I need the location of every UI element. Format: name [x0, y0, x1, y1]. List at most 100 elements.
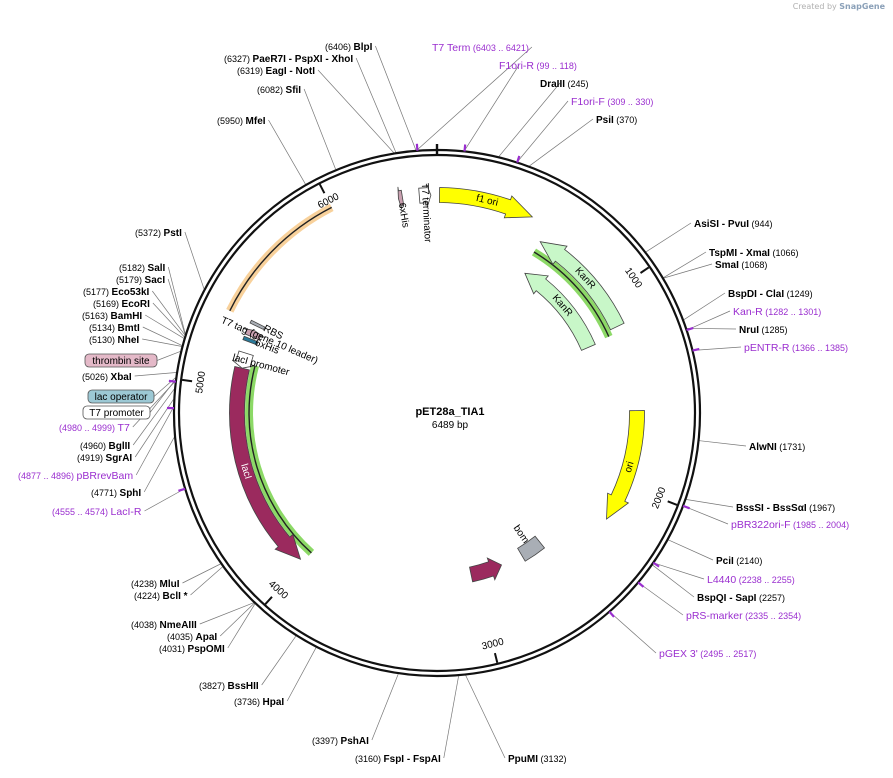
site-label-pgex3[interactable]: pGEX 3' (2495 .. 2517)	[659, 648, 756, 660]
primer-site-mark	[463, 144, 467, 152]
site-label-apai[interactable]: (4035) ApaI	[167, 632, 217, 643]
feature-label-f1-ori: f1 ori	[475, 193, 499, 209]
site-label-ecori[interactable]: (5169) EcoRI	[93, 299, 150, 310]
site-label-bmti[interactable]: (5134) BmtI	[89, 323, 140, 334]
leader-l4440	[654, 562, 705, 580]
tick-label-3000: 3000	[481, 636, 506, 652]
orf-laci-line	[248, 365, 312, 554]
tick-2000	[667, 500, 678, 506]
thrombin-site-box[interactable]	[84, 353, 158, 368]
site-label-l4440[interactable]: L4440 (2238 .. 2255)	[707, 574, 795, 586]
site-label-pshai[interactable]: (3397) PshAI	[312, 736, 369, 747]
feature-rbs[interactable]	[249, 319, 266, 331]
orf-tia1-line	[229, 206, 333, 312]
site-label-f1ori-r[interactable]: F1ori-R (99 .. 118)	[499, 60, 577, 72]
site-label-hpai[interactable]: (3736) HpaI	[234, 697, 284, 708]
feature-t7-terminator[interactable]	[418, 183, 432, 207]
tick-1000	[639, 266, 650, 274]
leader-bsshii	[261, 635, 297, 686]
site-label-mfei[interactable]: (5950) MfeI	[217, 116, 266, 127]
site-label-t7-site[interactable]: (4980 .. 4999) T7	[59, 422, 130, 434]
site-label-ppumi[interactable]: PpuMI (3132)	[508, 754, 567, 765]
leader-pbrrevbam	[135, 407, 174, 476]
site-label-tspmi[interactable]: TspMI - XmaI (1066)	[709, 248, 798, 259]
site-label-bspqi[interactable]: BspQI - SapI (2257)	[697, 593, 785, 604]
primer-site-mark	[637, 581, 645, 588]
site-label-sfii[interactable]: (6082) SfiI	[257, 85, 301, 96]
orf-kan-line	[533, 251, 610, 337]
site-label-bamhi[interactable]: (5163) BamHI	[82, 311, 142, 322]
lac-operator-box[interactable]	[87, 389, 155, 404]
site-label-blpi[interactable]: (6406) BlpI	[325, 42, 373, 53]
site-label-bsssi[interactable]: BssSI - BssSαI (1967)	[736, 503, 835, 514]
primer-site-mark	[608, 610, 615, 618]
t7-promoter-box[interactable]	[82, 405, 151, 420]
site-label-f1ori-f[interactable]: F1ori-F (309 .. 330)	[571, 96, 653, 108]
site-label-bcli[interactable]: (4224) BclI *	[134, 591, 188, 602]
site-label-pentr-r[interactable]: pENTR-R (1366 .. 1385)	[744, 342, 848, 354]
feature-kanr-1[interactable]	[539, 241, 625, 331]
site-label-eco53ki[interactable]: (5177) Eco53kI	[83, 287, 150, 298]
site-label-psii[interactable]: PsiI (370)	[596, 115, 637, 126]
feature-bom[interactable]	[517, 535, 546, 562]
feature-ori[interactable]	[606, 410, 645, 520]
leader-kan-r	[687, 310, 731, 331]
site-label-alwni[interactable]: AlwNI (1731)	[749, 442, 805, 453]
site-label-bsshii[interactable]: (3827) BssHII	[199, 681, 259, 692]
feature-kanr-2[interactable]	[524, 272, 596, 351]
tick-4000	[264, 596, 273, 605]
tick-label-1000: 1000	[622, 266, 644, 291]
site-label-t7-term[interactable]: T7 Term (6403 .. 6421)	[432, 42, 529, 54]
leader-psii	[529, 118, 594, 167]
site-label-smai[interactable]: SmaI (1068)	[715, 260, 767, 271]
snapgene-watermark: Created by SnapGene	[792, 2, 885, 11]
site-label-eagi[interactable]: (6319) EagI - NotI	[237, 66, 315, 77]
site-label-paer7i[interactable]: (6327) PaeR7I - PspXI - XhoI	[224, 54, 353, 65]
site-label-nmeaiii[interactable]: (4038) NmeAIII	[131, 620, 197, 631]
feature-6xhis-mid[interactable]	[242, 335, 259, 346]
feature-t7-tag[interactable]	[243, 327, 265, 341]
label-leader-layer	[132, 45, 747, 759]
site-label-prs-marker[interactable]: pRS-marker (2335 .. 2354)	[686, 610, 801, 622]
leader-alwni	[699, 440, 747, 447]
site-label-bglii[interactable]: (4960) BglII	[80, 441, 130, 452]
leader-bspqi	[652, 564, 695, 598]
leader-eagi	[317, 69, 394, 153]
site-label-sphi[interactable]: (4771) SphI	[91, 488, 141, 499]
site-label-bspdi[interactable]: BspDI - ClaI (1249)	[728, 289, 813, 300]
site-label-kan-r[interactable]: Kan-R (1282 .. 1301)	[733, 306, 821, 318]
t7-promoter-label: T7 promoter	[89, 408, 144, 419]
site-label-pbr322ori-f[interactable]: pBR322ori-F (1985 .. 2004)	[731, 519, 849, 531]
feature-laci[interactable]	[229, 366, 302, 560]
primer-site-mark	[686, 326, 694, 332]
site-label-laci-r[interactable]: (4555 .. 4574) LacI-R	[52, 506, 142, 518]
site-label-xbai[interactable]: (5026) XbaI	[82, 372, 132, 383]
site-label-sali[interactable]: (5182) SalI	[119, 263, 166, 274]
site-label-mlui[interactable]: (4238) MluI	[131, 579, 180, 590]
leader-draiii	[498, 82, 561, 157]
feature-6xhis-top[interactable]	[397, 186, 405, 210]
site-label-pbrrevbam[interactable]: (4877 .. 4896) pBRrevBam	[18, 470, 133, 482]
orf-tia1-band	[226, 203, 334, 313]
feature-laci-promoter[interactable]	[231, 350, 255, 369]
site-label-nhei[interactable]: (5130) NheI	[89, 335, 139, 346]
site-label-saci[interactable]: (5179) SacI	[116, 275, 165, 286]
site-label-nrui[interactable]: NruI (1285)	[739, 325, 788, 336]
feature-rop[interactable]	[469, 557, 503, 583]
site-label-draiii[interactable]: DraIII (245)	[540, 79, 589, 90]
leader-f1ori-f	[517, 100, 569, 162]
leader-eco53ki	[152, 290, 186, 336]
site-label-asisi[interactable]: AsiSI - PvuI (944)	[694, 219, 773, 230]
leader-ecori	[152, 302, 185, 338]
leader-pshai	[371, 673, 399, 741]
site-label-pspomi[interactable]: (4031) PspOMI	[159, 644, 225, 655]
leader-pgex3	[609, 612, 657, 654]
leader-hpai	[286, 647, 317, 702]
site-label-psti[interactable]: (5372) PstI	[135, 228, 182, 239]
leader-sfii	[303, 88, 336, 170]
feature-f1-ori[interactable]	[438, 187, 534, 219]
site-label-pcii[interactable]: PciI (2140)	[716, 556, 762, 567]
site-label-fspi[interactable]: (3160) FspI - FspAI	[355, 754, 441, 765]
site-label-sgrai[interactable]: (4919) SgrAI	[77, 453, 132, 464]
